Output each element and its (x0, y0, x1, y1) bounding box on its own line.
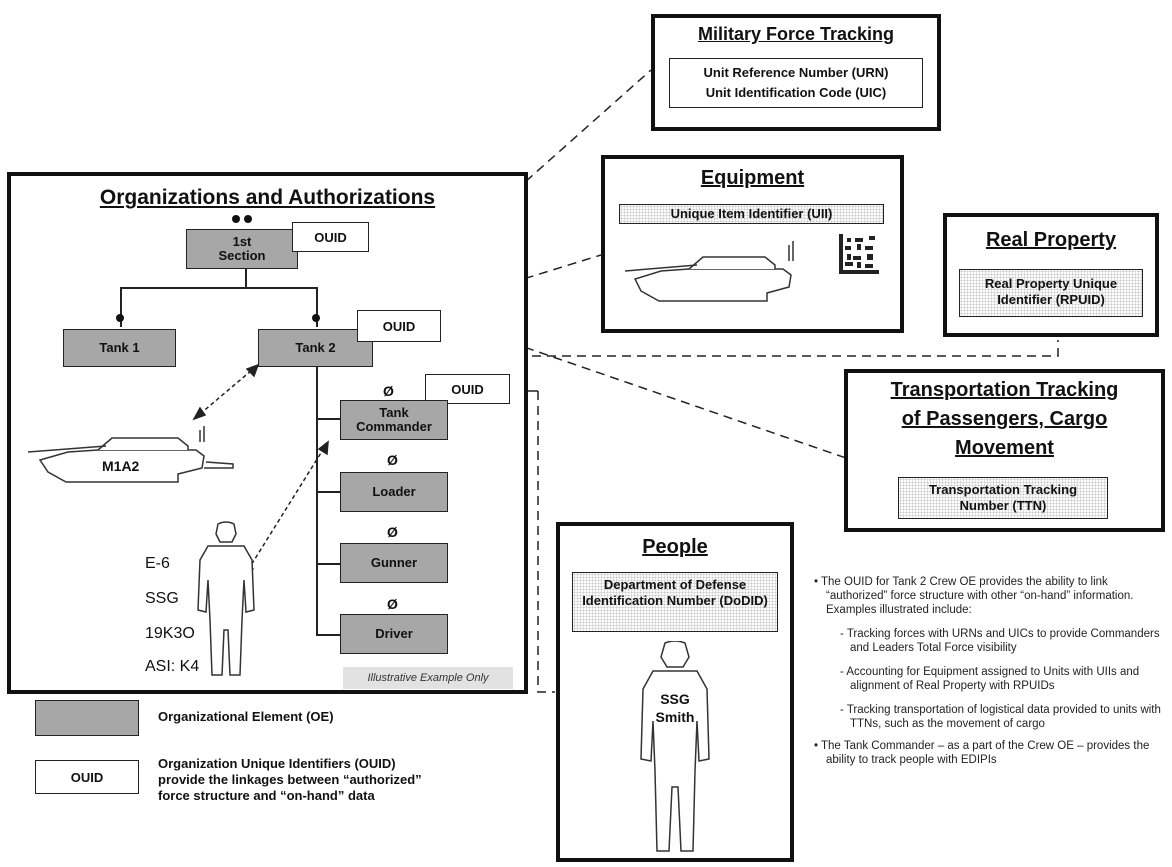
ouid-commander[interactable]: OUID (425, 374, 510, 404)
uic-label: Unit Identification Code (UIC) (705, 85, 887, 100)
soldier-asi: ASI: K4 (145, 658, 200, 675)
illustrative-note: Illustrative Example Only (343, 667, 513, 689)
m1a2-tank-icon (28, 426, 234, 483)
oe-tank-commander[interactable]: Tank Commander (340, 400, 448, 440)
soldier-grade: E-6 (145, 555, 170, 572)
transport-title-2: of Passengers, Cargo (901, 408, 1108, 430)
people-panel: People Department of Defense Identificat… (556, 522, 794, 862)
note-sub-1: - Tracking forces with URNs and UICs to … (840, 628, 1160, 654)
ouid-tank-2[interactable]: OUID (357, 310, 441, 342)
transport-title-3: Movement (955, 437, 1054, 459)
legend-ouid-line-1: Organization Unique Identifiers (OUID) (158, 756, 396, 771)
note-sub-3: - Tracking transportation of logistical … (840, 704, 1161, 730)
oe-1st-section[interactable]: 1st Section (186, 229, 298, 269)
null-symbol: Ø (387, 524, 398, 540)
tree-line (120, 287, 122, 327)
oe-loader[interactable]: Loader (340, 472, 448, 512)
oe-label: 1st Section (218, 234, 266, 263)
soldier-mos: 19K3O (145, 625, 195, 642)
oe-tank-1[interactable]: Tank 1 (63, 329, 176, 367)
tree-line (316, 418, 340, 420)
vehicle-label: M1A2 (102, 458, 140, 474)
transport-title-1: Transportation Tracking (890, 379, 1119, 401)
legend-ouid-line-3: force structure and “on-hand” data (158, 788, 375, 803)
tree-line (316, 367, 318, 636)
people-title: People (642, 536, 708, 558)
tank-icon (625, 241, 794, 302)
oe-tank-2[interactable]: Tank 2 (258, 329, 373, 367)
oe-gunner[interactable]: Gunner (340, 543, 448, 583)
transport-panel: Transportation Tracking of Passengers, C… (844, 369, 1165, 532)
tree-line (316, 491, 340, 493)
null-symbol: Ø (383, 383, 394, 399)
note-bullet-1: • The OUID for Tank 2 Crew OE provides t… (814, 576, 1134, 616)
datamatrix-icon (839, 234, 879, 274)
mft-title: Military Force Tracking (697, 24, 895, 44)
legend-ouid-line-2: provide the linkages between “authorized… (158, 772, 422, 787)
null-symbol: Ø (387, 596, 398, 612)
equipment-title: Equipment (700, 167, 805, 189)
legend-ouid-swatch: OUID (35, 760, 139, 794)
equipment-panel: Equipment Unique Item Identifier (UII) (601, 155, 904, 333)
note-sub-2: - Accounting for Equipment assigned to U… (840, 666, 1140, 692)
mft-ids-box: Unit Reference Number (URN) Unit Identif… (669, 58, 923, 108)
tree-line (316, 563, 340, 565)
note-bullet-2: • The Tank Commander – as a part of the … (814, 740, 1150, 766)
rank-dot (116, 314, 124, 322)
dodid-box: Department of Defense Identification Num… (572, 572, 778, 632)
mft-panel: Military Force Tracking Unit Reference N… (651, 14, 941, 131)
real-property-title: Real Property (985, 229, 1117, 251)
rpuid-box: Real Property Unique Identifier (RPUID) (959, 269, 1143, 317)
urn-label: Unit Reference Number (URN) (703, 65, 889, 80)
legend-oe-swatch (35, 700, 139, 736)
rank-dot (244, 215, 252, 223)
notes-block: • The OUID for Tank 2 Crew OE provides t… (814, 575, 1166, 767)
uii-box: Unique Item Identifier (UII) (619, 204, 884, 224)
tree-line (120, 287, 318, 289)
tree-line (316, 634, 340, 636)
person-name: Smith (655, 709, 695, 725)
rank-dot (312, 314, 320, 322)
legend-oe-label: Organizational Element (OE) (158, 709, 334, 724)
soldier-rank: SSG (145, 590, 179, 607)
person-rank: SSG (660, 691, 690, 707)
person-silhouette (640, 641, 710, 852)
real-property-panel: Real Property Real Property Unique Ident… (943, 213, 1159, 337)
ouid-section[interactable]: OUID (292, 222, 369, 252)
ttn-box: Transportation Tracking Number (TTN) (898, 477, 1108, 519)
org-title: Organizations and Authorizations (99, 186, 436, 209)
null-symbol: Ø (387, 452, 398, 468)
tree-line (316, 287, 318, 327)
soldier-silhouette (197, 521, 255, 676)
oe-driver[interactable]: Driver (340, 614, 448, 654)
rank-dot (232, 215, 240, 223)
tree-line (245, 268, 247, 288)
